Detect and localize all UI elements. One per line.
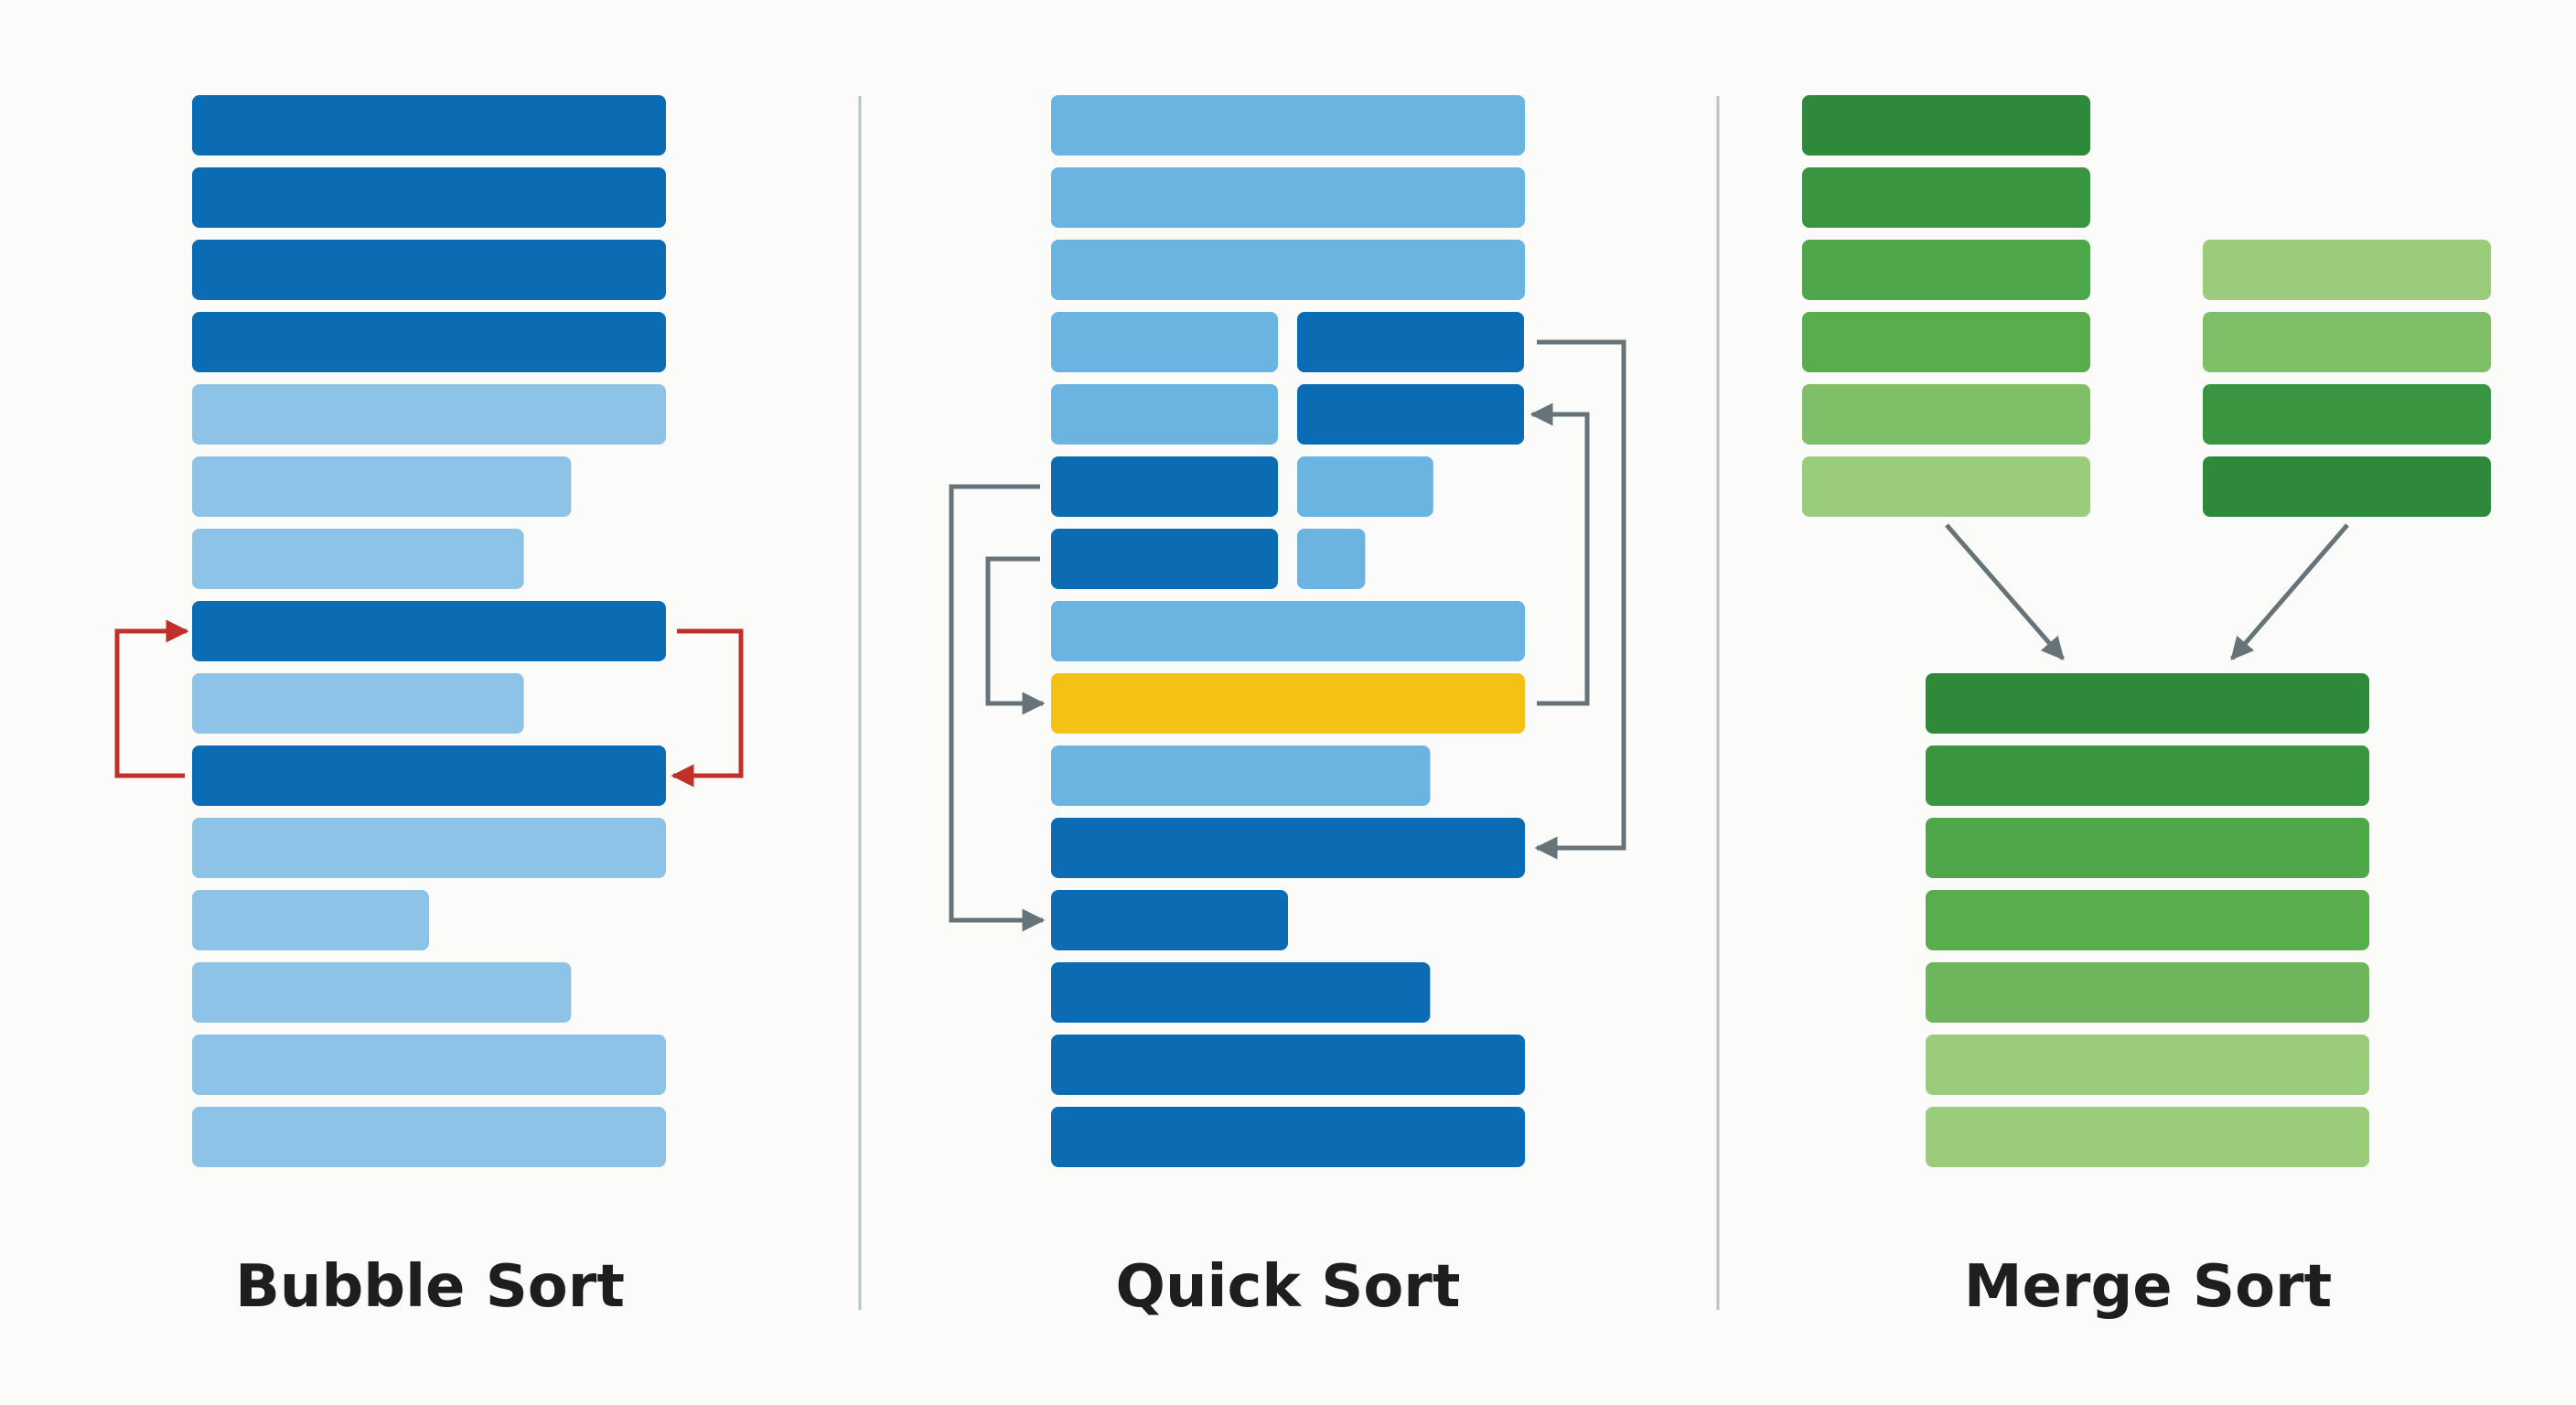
bubble-sort-caption: Bubble Sort — [235, 1253, 625, 1321]
merge-arrow-right — [2230, 523, 2349, 660]
quick-pivot-bar — [1051, 673, 1525, 734]
partition-connector-outer — [1534, 339, 1626, 860]
merged-bar-2 — [1926, 745, 2369, 806]
bubble-bar-11 — [192, 818, 666, 878]
merge-right-bar-2 — [2203, 312, 2491, 372]
merged-bar-3 — [1926, 818, 2369, 878]
bubble-bar-15 — [192, 1107, 666, 1167]
quick-sort-caption: Quick Sort — [1115, 1253, 1461, 1321]
bubble-bar-2 — [192, 167, 666, 228]
partition-arrow-to-lower — [949, 484, 1046, 932]
bubble-bar-7 — [192, 529, 524, 589]
merge-left-bar-5 — [1802, 384, 2090, 445]
quick-bar-1 — [1051, 95, 1525, 156]
partition-arrow-to-upper — [1530, 402, 1590, 706]
quick-bar-12 — [1051, 890, 1288, 950]
bubble-bar-12 — [192, 890, 429, 950]
bubble-bar-14 — [192, 1035, 666, 1095]
quick-bar-8 — [1051, 601, 1525, 661]
merge-left-bar-2 — [1802, 167, 2090, 228]
merge-left-bar-3 — [1802, 240, 2090, 300]
merge-left-bar-1 — [1802, 95, 2090, 156]
bubble-bar-3 — [192, 240, 666, 300]
quick-bar-6-right — [1297, 456, 1433, 517]
merge-sort-panel — [1802, 95, 2491, 1167]
quick-bar-7-left — [1051, 529, 1278, 589]
bubble-bar-4 — [192, 312, 666, 372]
quick-bar-10 — [1051, 745, 1431, 806]
quick-bar-11 — [1051, 818, 1525, 878]
merge-left-bar-6 — [1802, 456, 2090, 517]
swap-arrow-right — [671, 628, 744, 788]
quick-bar-5-right — [1297, 384, 1524, 445]
bubble-bar-9 — [192, 673, 524, 734]
merged-bar-4 — [1926, 890, 2369, 950]
quick-bar-3 — [1051, 240, 1525, 300]
merge-left-bar-4 — [1802, 312, 2090, 372]
swap-arrow-left — [114, 619, 189, 778]
partition-arrow-to-pivot — [985, 556, 1046, 715]
quick-bar-14 — [1051, 1035, 1525, 1095]
merge-right-bar-3 — [2203, 384, 2491, 445]
merge-right-bar-4 — [2203, 456, 2491, 517]
quick-bar-4-right — [1297, 312, 1524, 372]
quick-bar-13 — [1051, 962, 1431, 1023]
partition-connector-outer-line — [1537, 339, 1626, 851]
merged-bar-7 — [1926, 1107, 2369, 1167]
bubble-sort-panel — [114, 95, 744, 1167]
quick-sort-panel — [949, 95, 1626, 1167]
quick-bar-4-left — [1051, 312, 1278, 372]
bubble-bar-8 — [192, 601, 666, 661]
quick-bar-2 — [1051, 167, 1525, 228]
merged-bar-1 — [1926, 673, 2369, 734]
quick-bar-6-left — [1051, 456, 1278, 517]
quick-bar-15 — [1051, 1107, 1525, 1167]
bubble-bar-10 — [192, 745, 666, 806]
bubble-bar-5 — [192, 384, 666, 445]
merge-sort-caption: Merge Sort — [1963, 1253, 2333, 1321]
merge-right-bar-1 — [2203, 240, 2491, 300]
merged-bar-6 — [1926, 1035, 2369, 1095]
bubble-bar-6 — [192, 456, 572, 517]
merged-bar-5 — [1926, 962, 2369, 1023]
merge-arrow-left — [1945, 523, 2065, 660]
quick-bar-7-right — [1297, 529, 1366, 589]
bubble-bar-13 — [192, 962, 572, 1023]
quick-bar-5-left — [1051, 384, 1278, 445]
bubble-bar-1 — [192, 95, 666, 156]
